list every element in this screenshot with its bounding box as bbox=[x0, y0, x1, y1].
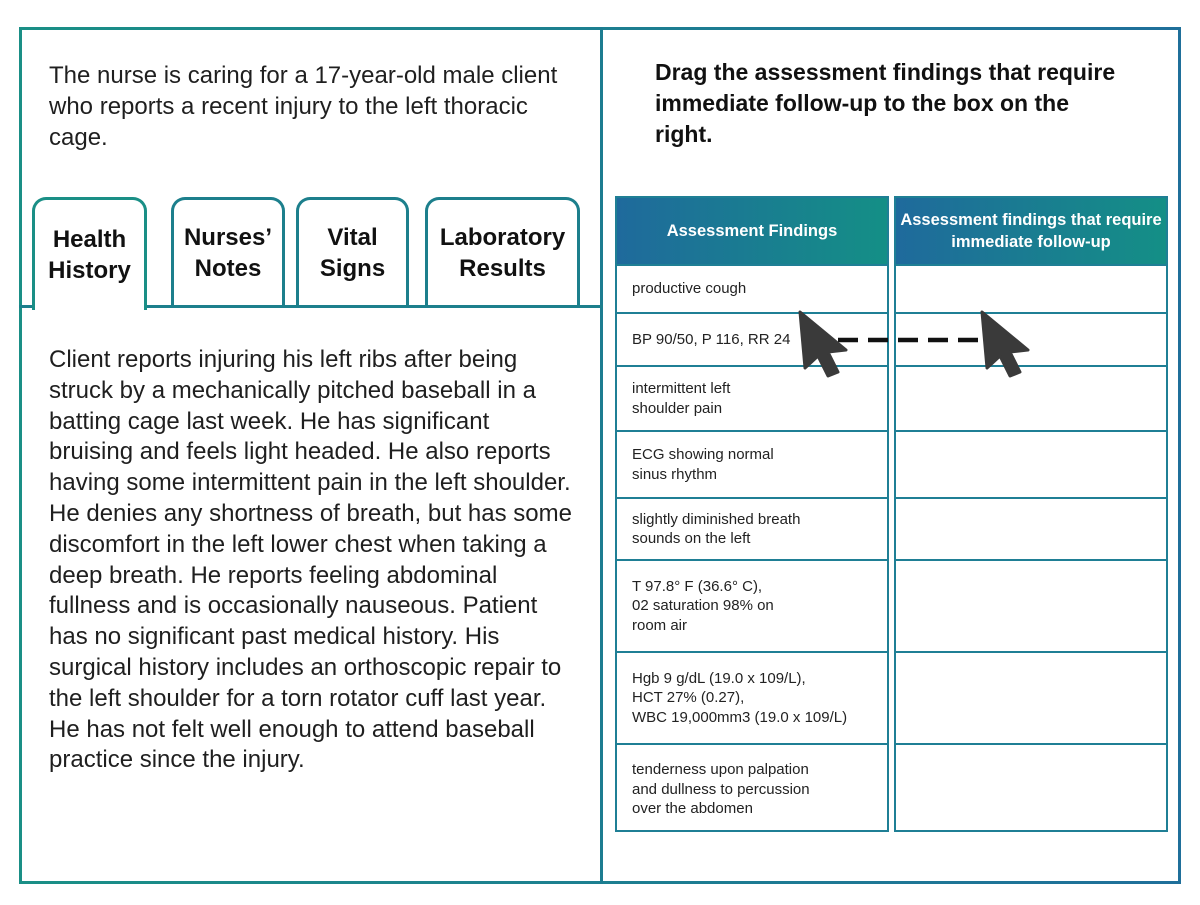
scenario-text: The nurse is caring for a 17-year-old ma… bbox=[49, 62, 558, 151]
drop-slot[interactable] bbox=[896, 312, 1166, 365]
follow-up-header: Assessment findings that require immedia… bbox=[896, 198, 1166, 264]
tab-label-line2: Results bbox=[459, 254, 546, 282]
tab-label-line2: History bbox=[48, 257, 131, 284]
health-history-text: Client reports injuring his left ribs af… bbox=[49, 346, 572, 774]
assessment-findings-list: Assessment Findings productive cough BP … bbox=[615, 196, 889, 832]
drop-slot[interactable] bbox=[896, 430, 1166, 497]
tab-label-line2: Notes bbox=[194, 254, 262, 282]
finding-item-labs[interactable]: Hgb 9 g/dL (19.0 x 109/L),HCT 27% (0.27)… bbox=[617, 651, 887, 743]
tab-baseline bbox=[19, 305, 603, 308]
drop-slot[interactable] bbox=[896, 743, 1166, 834]
follow-up-drop-zone[interactable]: Assessment findings that require immedia… bbox=[894, 196, 1168, 832]
drag-instruction: Drag the assessment findings that requir… bbox=[655, 59, 1116, 147]
drop-slot[interactable] bbox=[896, 264, 1166, 312]
panel-divider bbox=[600, 27, 603, 884]
tab-label-line1: Nurses’ bbox=[183, 223, 273, 251]
tab-label-line1: Laboratory bbox=[439, 223, 566, 251]
drop-slot[interactable] bbox=[896, 497, 1166, 559]
drop-slot[interactable] bbox=[896, 365, 1166, 430]
tab-label-line1: Health bbox=[52, 226, 127, 253]
tab-nurses-notes[interactable]: Nurses’ Notes bbox=[171, 197, 285, 305]
findings-header: Assessment Findings bbox=[617, 198, 887, 264]
tab-label-line1: Vital bbox=[327, 223, 378, 251]
finding-item-productive-cough[interactable]: productive cough bbox=[617, 264, 887, 312]
finding-item-temp-o2[interactable]: T 97.8° F (36.6° C),02 saturation 98% on… bbox=[617, 559, 887, 651]
drop-slot[interactable] bbox=[896, 559, 1166, 651]
drop-slot[interactable] bbox=[896, 651, 1166, 743]
finding-item-bp-pulse-rr[interactable]: BP 90/50, P 116, RR 24 bbox=[617, 312, 887, 365]
tab-label-line2: Signs bbox=[319, 254, 386, 282]
